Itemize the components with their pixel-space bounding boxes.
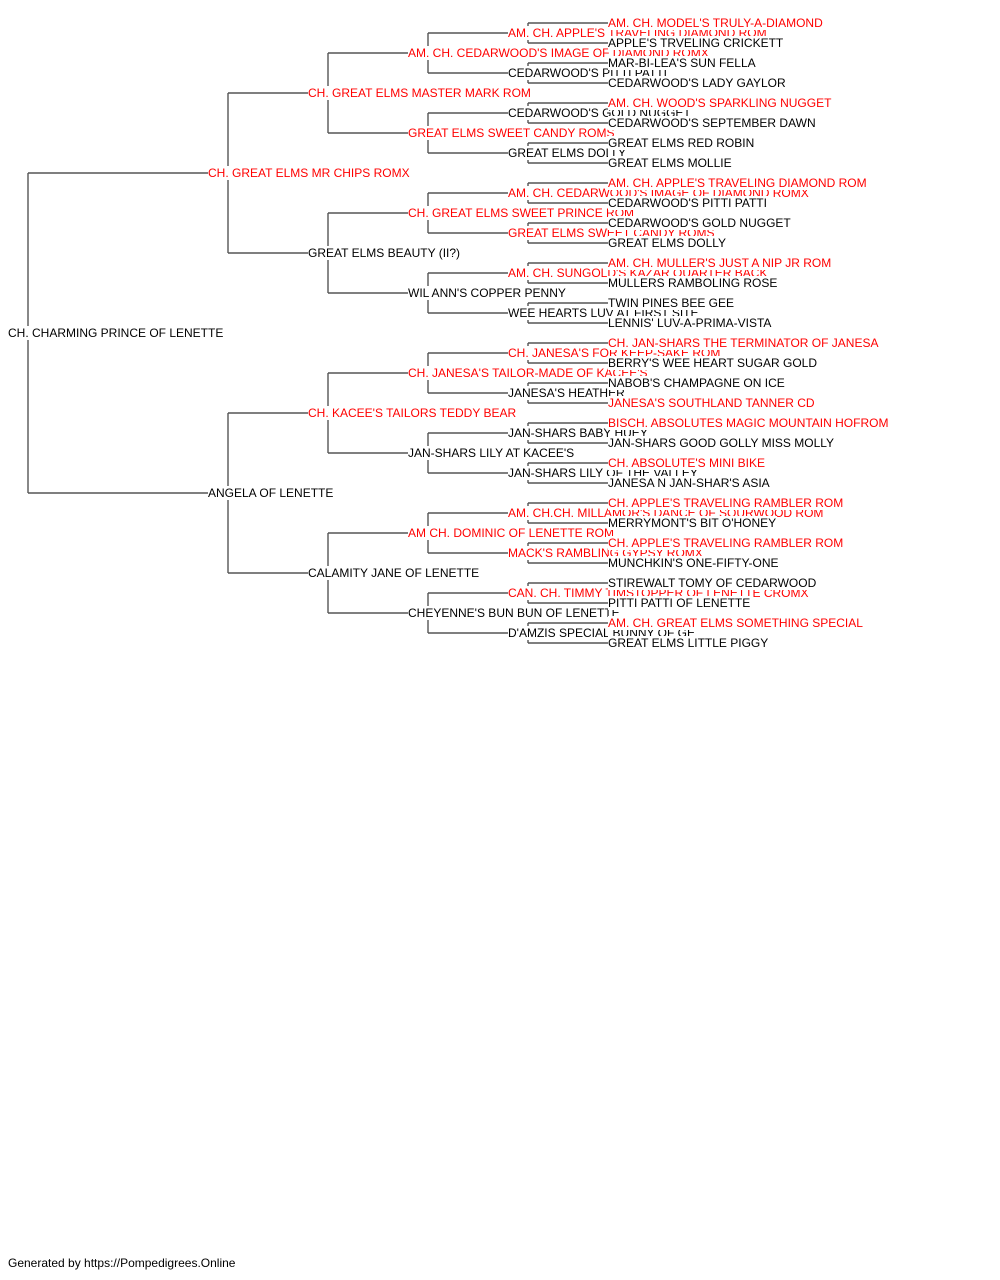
dog-name-gen5: BISCH. ABSOLUTES MAGIC MOUNTAIN HOFROM xyxy=(608,416,890,430)
dog-name-gen5: AM. CH. MULLER'S JUST A NIP JR ROM xyxy=(608,256,833,270)
dog-name-gen3: CH. GREAT ELMS SWEET PRINCE ROM xyxy=(408,206,636,220)
dog-name-gen5: CEDARWOOD'S GOLD NUGGET xyxy=(608,216,792,230)
dog-name-gen3: CH. JANESA'S TAILOR-MADE OF KACEE'S xyxy=(408,366,649,380)
dog-name-gen5: STIREWALT TOMY OF CEDARWOOD xyxy=(608,576,818,590)
dog-name-gen5: AM. CH. MODEL'S TRULY-A-DIAMOND xyxy=(608,16,824,30)
dog-name-gen2: CALAMITY JANE OF LENETTE xyxy=(308,566,481,580)
dog-name-gen5: CH. ABSOLUTE'S MINI BIKE xyxy=(608,456,766,470)
dog-name-gen3: AM CH. DOMINIC OF LENETTE ROM xyxy=(408,526,616,540)
dog-name-gen5: CEDARWOOD'S LADY GAYLOR xyxy=(608,76,787,90)
dog-name-gen1: ANGELA OF LENETTE xyxy=(208,486,335,500)
dog-name-gen5: MUNCHKIN'S ONE-FIFTY-ONE xyxy=(608,556,780,570)
dog-name-gen5: GREAT ELMS RED ROBIN xyxy=(608,136,756,150)
dog-name-gen4: GREAT ELMS DOLLY xyxy=(508,146,628,160)
dog-name-gen3: WIL ANN'S COPPER PENNY xyxy=(408,286,567,300)
dog-name-gen3: CHEYENNE'S BUN BUN OF LENETTE xyxy=(408,606,621,620)
dog-name-gen5: JAN-SHARS GOOD GOLLY MISS MOLLY xyxy=(608,436,836,450)
dog-name-gen5: GREAT ELMS MOLLIE xyxy=(608,156,733,170)
dog-name-gen5: CEDARWOOD'S PITTI PATTI xyxy=(608,196,768,210)
dog-name-gen5: PITTI PATTI OF LENETTE xyxy=(608,596,752,610)
dog-name-gen5: CEDARWOOD'S SEPTEMBER DAWN xyxy=(608,116,817,130)
dog-name-gen1: CH. GREAT ELMS MR CHIPS ROMX xyxy=(208,166,411,180)
dog-name-gen5: AM. CH. APPLE'S TRAVELING DIAMOND ROM xyxy=(608,176,868,190)
dog-name-gen5: AM. CH. WOOD'S SPARKLING NUGGET xyxy=(608,96,833,110)
dog-name-gen5: AM. CH. GREAT ELMS SOMETHING SPECIAL xyxy=(608,616,864,630)
dog-name-gen5: GREAT ELMS LITTLE PIGGY xyxy=(608,636,770,650)
dog-name-gen5: NABOB'S CHAMPAGNE ON ICE xyxy=(608,376,786,390)
dog-name-gen5: CH. JAN-SHARS THE TERMINATOR OF JANESA xyxy=(608,336,880,350)
dog-name-gen5: CH. APPLE'S TRAVELING RAMBLER ROM xyxy=(608,496,845,510)
dog-name-gen5: MULLERS RAMBOLING ROSE xyxy=(608,276,779,290)
dog-name-gen5: BERRY'S WEE HEART SUGAR GOLD xyxy=(608,356,819,370)
dog-name-gen2: CH. KACEE'S TAILORS TEDDY BEAR xyxy=(308,406,518,420)
dog-name-gen5: GREAT ELMS DOLLY xyxy=(608,236,728,250)
dog-name-gen5: LENNIS' LUV-A-PRIMA-VISTA xyxy=(608,316,773,330)
dog-name-gen5: JANESA N JAN-SHAR'S ASIA xyxy=(608,476,771,490)
dog-name-gen5: MAR-BI-LEA'S SUN FELLA xyxy=(608,56,757,70)
dog-name-subject: CH. CHARMING PRINCE OF LENETTE xyxy=(8,326,225,340)
dog-name-gen5: CH. APPLE'S TRAVELING RAMBLER ROM xyxy=(608,536,845,550)
dog-name-gen4: JANESA'S HEATHER xyxy=(508,386,626,400)
dog-name-gen3: JAN-SHARS LILY AT KACEE'S xyxy=(408,446,576,460)
dog-name-gen5: TWIN PINES BEE GEE xyxy=(608,296,736,310)
dog-name-gen5: APPLE'S TRVELING CRICKETT xyxy=(608,36,785,50)
dog-name-gen5: MERRYMONT'S BIT O'HONEY xyxy=(608,516,778,530)
dog-name-gen2: GREAT ELMS BEAUTY (II?) xyxy=(308,246,462,260)
dog-name-gen5: JANESA'S SOUTHLAND TANNER CD xyxy=(608,396,816,410)
dog-name-gen2: CH. GREAT ELMS MASTER MARK ROM xyxy=(308,86,532,100)
generated-by-footer: Generated by https://Pompedigrees.Online xyxy=(8,1256,236,1270)
dog-name-gen3: GREAT ELMS SWEET CANDY ROMS xyxy=(408,126,616,140)
